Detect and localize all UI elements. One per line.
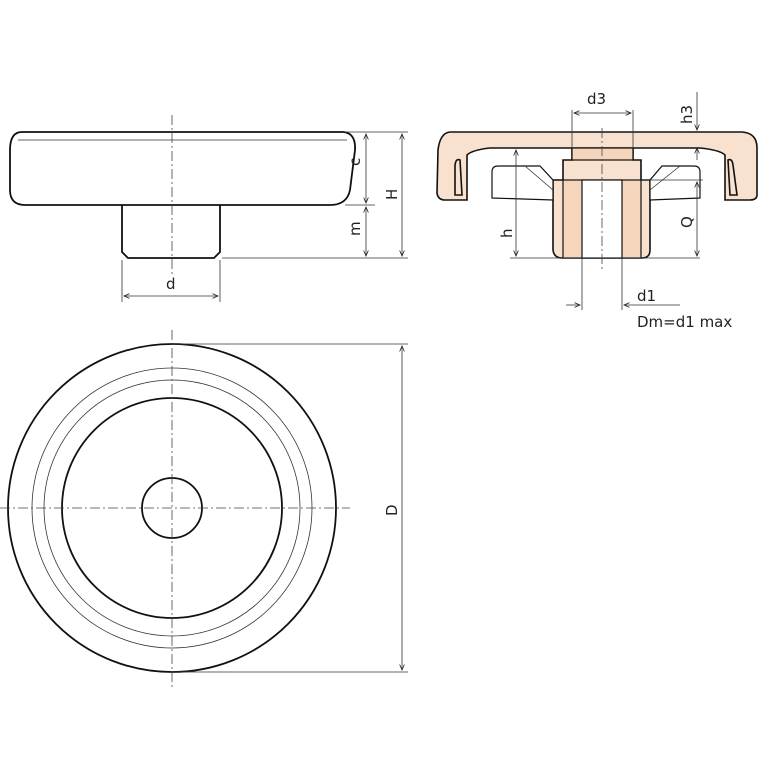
label-D: D [383, 504, 401, 516]
top-view [0, 330, 408, 690]
label-H: H [383, 189, 401, 200]
label-c: c [346, 158, 364, 166]
side-view [9, 115, 408, 302]
label-m: m [346, 221, 364, 236]
label-dm-note: Dm=d1 max [637, 313, 732, 331]
label-d: d [166, 275, 176, 293]
label-Q: Q [678, 216, 696, 228]
label-h3: h3 [678, 105, 696, 124]
label-d1: d1 [637, 287, 656, 305]
section-view [436, 92, 758, 310]
label-d3: d3 [587, 90, 606, 108]
label-h: h [498, 228, 516, 238]
